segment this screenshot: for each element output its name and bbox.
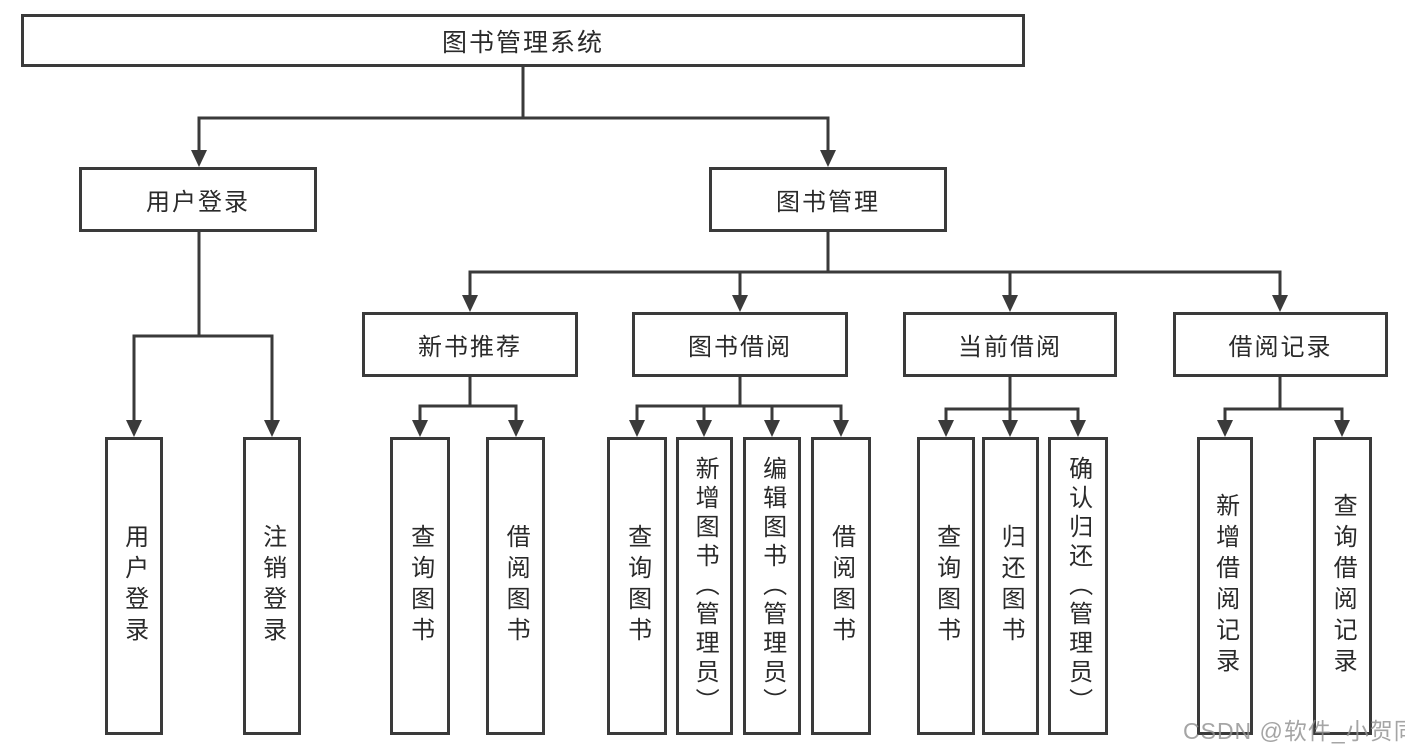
leaf-query-books-3: 查询图书 bbox=[917, 437, 975, 735]
leaf-logout: 注销登录 bbox=[243, 437, 301, 735]
node-current-borrow-label: 当前借阅 bbox=[958, 334, 1062, 361]
leaf-return-books-label: 归还图书 bbox=[997, 524, 1025, 648]
leaf-query-books-2: 查询图书 bbox=[607, 437, 667, 735]
connector-book-borrow-to-children bbox=[629, 377, 849, 437]
node-book-management-label: 图书管理 bbox=[776, 189, 880, 216]
node-user-login: 用户登录 bbox=[79, 167, 317, 232]
leaf-borrow-books-1: 借阅图书 bbox=[486, 437, 545, 735]
leaf-add-borrow-record: 新增借阅记录 bbox=[1197, 437, 1253, 735]
connector-book-management-to-level3 bbox=[462, 232, 1288, 312]
leaf-logout-label: 注销登录 bbox=[258, 524, 286, 648]
connector-borrow-records-to-children bbox=[1217, 377, 1350, 437]
node-borrow-records-label: 借阅记录 bbox=[1228, 334, 1333, 361]
csdn-watermark: CSDN @软件_小贺同学 bbox=[1183, 718, 1405, 744]
leaf-user-login: 用户登录 bbox=[105, 437, 163, 735]
node-user-login-label: 用户登录 bbox=[146, 189, 250, 216]
leaf-query-borrow-record: 查询借阅记录 bbox=[1313, 437, 1372, 735]
leaf-user-login-label: 用户登录 bbox=[120, 524, 148, 648]
leaf-borrow-books-1-label: 借阅图书 bbox=[502, 524, 530, 648]
leaf-query-books-3-label: 查询图书 bbox=[932, 524, 960, 648]
node-borrow-records: 借阅记录 bbox=[1173, 312, 1388, 377]
leaf-query-books-2-label: 查询图书 bbox=[623, 524, 651, 648]
leaf-add-borrow-record-label: 新增借阅记录 bbox=[1211, 493, 1239, 679]
connector-user-login-to-children bbox=[126, 232, 280, 437]
leaf-add-books-admin-label: 新增图书（管理员） bbox=[691, 455, 719, 717]
leaf-borrow-books-2: 借阅图书 bbox=[811, 437, 871, 735]
node-new-book-recommend-label: 新书推荐 bbox=[418, 334, 522, 361]
node-root-library-system: 图书管理系统 bbox=[21, 14, 1025, 67]
leaf-query-borrow-record-label: 查询借阅记录 bbox=[1329, 493, 1357, 679]
leaf-query-books-1: 查询图书 bbox=[390, 437, 450, 735]
leaf-query-books-1-label: 查询图书 bbox=[406, 524, 434, 648]
connector-current-borrow-to-children bbox=[938, 377, 1086, 437]
leaf-return-books: 归还图书 bbox=[982, 437, 1039, 735]
leaf-confirm-return-admin: 确认归还（管理员） bbox=[1048, 437, 1108, 735]
node-current-borrow: 当前借阅 bbox=[903, 312, 1117, 377]
node-new-book-recommend: 新书推荐 bbox=[362, 312, 578, 377]
node-root-label: 图书管理系统 bbox=[441, 28, 604, 57]
connector-root-to-level2 bbox=[191, 67, 836, 167]
leaf-add-books-admin: 新增图书（管理员） bbox=[676, 437, 733, 735]
connector-new-book-recommend-to-children bbox=[412, 377, 524, 437]
node-book-borrow: 图书借阅 bbox=[632, 312, 848, 377]
node-book-borrow-label: 图书借阅 bbox=[688, 334, 792, 361]
leaf-edit-books-admin: 编辑图书（管理员） bbox=[743, 437, 801, 735]
leaf-borrow-books-2-label: 借阅图书 bbox=[827, 524, 855, 648]
leaf-edit-books-admin-label: 编辑图书（管理员） bbox=[758, 455, 786, 717]
leaf-confirm-return-admin-label: 确认归还（管理员） bbox=[1064, 455, 1092, 717]
node-book-management: 图书管理 bbox=[709, 167, 947, 232]
